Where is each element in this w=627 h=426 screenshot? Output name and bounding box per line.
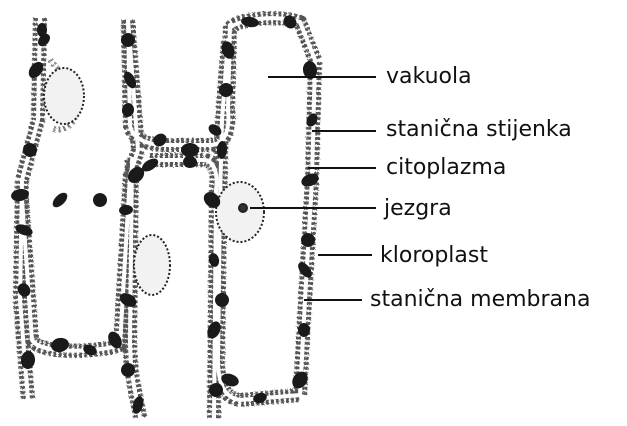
label-nucleus: jezgra — [384, 196, 452, 222]
label-chloroplast: kloroplast — [380, 243, 488, 269]
chloroplast-blob — [92, 192, 108, 208]
label-vacuole: vakuola — [386, 64, 472, 90]
nucleolus-d — [239, 204, 247, 212]
label-cell-membrane: stanična membrana — [370, 287, 590, 313]
nucleus-c — [134, 235, 170, 295]
label-cell-wall: stanična stijenka — [386, 117, 572, 143]
nucleus-left — [44, 68, 84, 124]
chloroplast-blob — [50, 190, 70, 210]
chloroplast-blob — [298, 323, 310, 337]
label-cytoplasm: citoplazma — [386, 155, 506, 181]
